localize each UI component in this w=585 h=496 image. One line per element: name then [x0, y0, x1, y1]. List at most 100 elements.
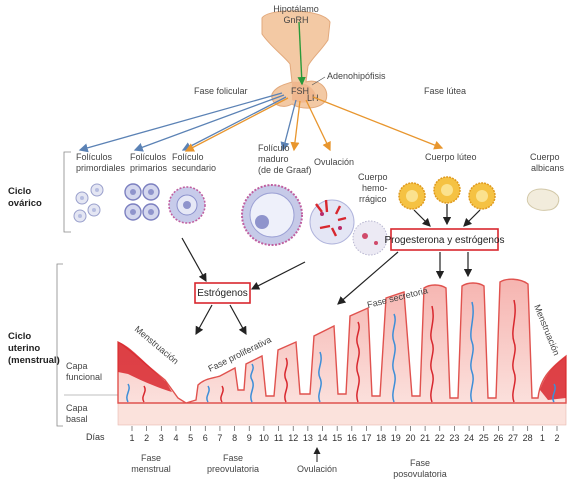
fsh-arrows [78, 92, 297, 153]
secondary-label-1: Folículo [172, 152, 204, 162]
corpus-albicans-graphic [526, 188, 560, 211]
day-number: 16 [347, 433, 357, 443]
hemorrhagic-body-graphic [352, 220, 388, 256]
basal-layer [117, 402, 567, 426]
follicle-to-estrogen-arrows [181, 237, 306, 290]
day-number: 6 [203, 433, 208, 443]
secondary-follicle-graphic [168, 186, 206, 224]
progesterone-label: Progesterona y estrógenos [384, 235, 504, 246]
primordial-label-2: primordiales [76, 163, 126, 173]
basal-layer-label-1: Capa [66, 403, 88, 413]
adenohypophysis-pointer [311, 76, 326, 86]
menstrual-phase-label-1: Fase [141, 453, 161, 463]
albicans-label-2: albicans [531, 163, 565, 173]
day-number: 27 [508, 433, 518, 443]
day-number: 28 [523, 433, 533, 443]
mature-follicle-graphic [241, 184, 303, 246]
adenohypophysis-label: Adenohipófisis [327, 71, 386, 81]
day-number: 21 [420, 433, 430, 443]
day-number: 2 [144, 433, 149, 443]
luteal-phase-label: Fase lútea [424, 86, 466, 96]
mature-label-2: maduro [258, 154, 289, 164]
day-number: 9 [247, 433, 252, 443]
ovarian-bracket [63, 151, 71, 233]
ovarian-cycle-title-1: Ciclo [8, 186, 31, 197]
spiral-arteries [126, 299, 556, 403]
mature-label-1: Folículo [258, 143, 290, 153]
preovulatory-phase-label-2: preovulatoria [207, 464, 259, 474]
day-number: 25 [479, 433, 489, 443]
menstruation-right-label: Menstruación [532, 303, 562, 357]
fsh-label: FSH [291, 86, 309, 96]
luteum-to-hormone-arrows [413, 204, 481, 227]
day-number: 14 [318, 433, 328, 443]
menstrual-phase-label-2: menstrual [131, 464, 171, 474]
follicular-phase-label: Fase folicular [194, 86, 248, 96]
menstrual-shedding-left [118, 342, 172, 392]
corpus-luteum-graphic [398, 176, 496, 210]
primordial-follicles-graphic [73, 183, 104, 223]
functional-layer-label-1: Capa [66, 361, 88, 371]
pituitary-graphic [261, 10, 331, 109]
luteum-label: Cuerpo lúteo [425, 152, 477, 162]
postovulatory-phase-label-2: posovulatoria [393, 469, 447, 479]
hemorrhagic-label-3: rrágico [359, 194, 387, 204]
day-number: 10 [259, 433, 269, 443]
menstrual-shedding-right [540, 356, 566, 400]
estrogens-box [194, 282, 251, 304]
uterine-bracket [56, 263, 63, 427]
hemorrhagic-label-1: Cuerpo [358, 172, 388, 182]
ovulation-day-label: Ovulación [297, 464, 337, 474]
day-number: 22 [435, 433, 445, 443]
day-number: 23 [449, 433, 459, 443]
ovarian-cycle-title-2: ovárico [8, 198, 42, 209]
functional-layer-label-2: funcional [66, 372, 102, 382]
hypothalamus-label: Hipotálamo [273, 4, 319, 14]
gnrh-label: GnRH [283, 15, 308, 25]
primary-label-1: Folículos [130, 152, 167, 162]
estrogens-label: Estrógenos [197, 288, 248, 299]
estrogen-to-uterus-arrows [195, 304, 247, 336]
day-number: 26 [493, 433, 503, 443]
uterine-cycle-title-2: uterino [8, 343, 40, 354]
primary-label-2: primarios [130, 163, 168, 173]
secondary-label-2: secundario [172, 163, 216, 173]
primordial-label-1: Folículos [76, 152, 113, 162]
day-number: 2 [554, 433, 559, 443]
ovulation-graphic [309, 199, 355, 245]
day-number: 3 [159, 433, 164, 443]
day-number: 5 [188, 433, 193, 443]
uterine-cycle-title-3: (menstrual) [8, 355, 60, 366]
hemorrhagic-label-2: hemo- [362, 183, 388, 193]
day-number: 8 [232, 433, 237, 443]
day-number: 1 [540, 433, 545, 443]
progesterone-to-uterus-arrows [337, 251, 473, 305]
albicans-label-1: Cuerpo [530, 152, 560, 162]
day-number: 4 [173, 433, 178, 443]
mature-label-3: (de de Graaf) [258, 165, 312, 175]
lh-arrows [184, 96, 444, 152]
basal-layer-label-2: basal [66, 414, 88, 424]
day-number: 7 [217, 433, 222, 443]
day-number: 18 [376, 433, 386, 443]
functional-layer [117, 278, 567, 404]
postovulatory-phase-label-1: Fase [410, 458, 430, 468]
day-number: 19 [391, 433, 401, 443]
lh-label: LH [307, 93, 319, 103]
primary-follicles-graphic [124, 183, 160, 221]
days-label: Días [86, 432, 105, 442]
day-number: 1 [129, 433, 134, 443]
ovulation-label: Ovulación [314, 157, 354, 167]
preovulatory-phase-label-1: Fase [223, 453, 243, 463]
day-number: 17 [361, 433, 371, 443]
uterine-cycle-title-1: Ciclo [8, 331, 31, 342]
day-number: 13 [303, 433, 313, 443]
day-number: 15 [332, 433, 342, 443]
progesterone-box [390, 228, 499, 251]
day-number: 11 [274, 433, 283, 443]
day-number: 20 [405, 433, 415, 443]
day-number: 12 [288, 433, 298, 443]
